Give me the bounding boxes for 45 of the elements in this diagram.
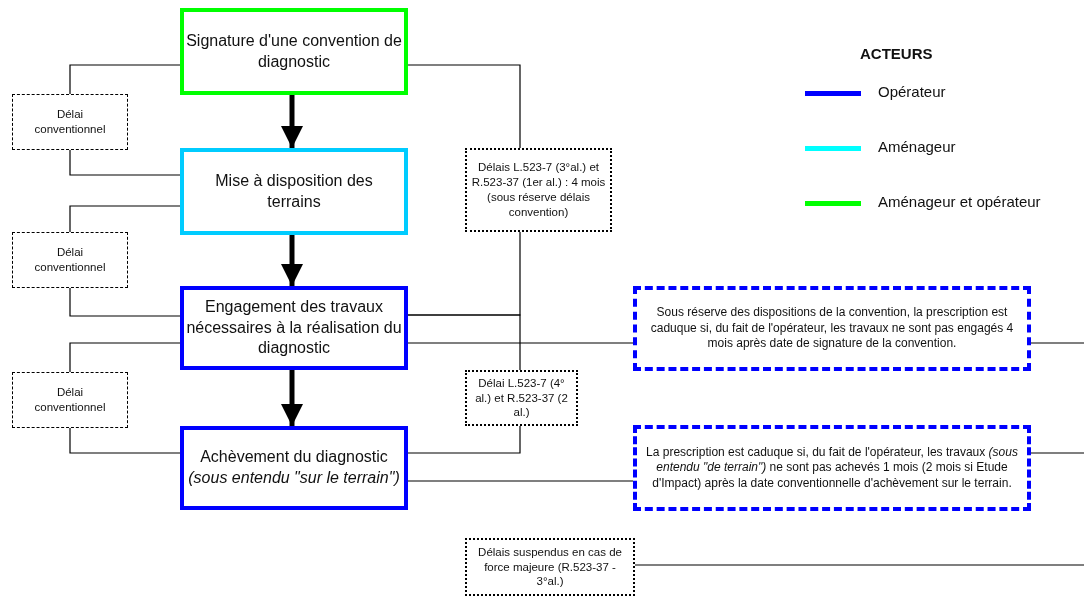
box-text: La prescription est caduque si, du fait de l'opérateur, les travaux (sous entendu "de terrain") ne sont pas achevés 1 mois (2 mois si Etude d'Impact) après la date conventionnelle d'achèvement sur le terrain. [645, 444, 1019, 492]
legend-label: Aménageur [878, 138, 956, 155]
box-text: Achèvement du diagnostic (sous entendu "sur le terrain") [187, 447, 401, 488]
delay-box [12, 94, 128, 150]
condition-box [633, 425, 1031, 511]
connector-line [69, 64, 181, 95]
connector-line [407, 480, 634, 482]
connector-line [634, 564, 1084, 566]
connector-line [407, 342, 634, 344]
process-box [180, 148, 408, 235]
box-text: Délai conventionnel [33, 385, 107, 415]
box-text: Délai conventionnel [33, 245, 107, 275]
delay-box [12, 232, 128, 288]
arrow [281, 370, 303, 426]
connector-line [1030, 452, 1084, 454]
connector-line [1030, 342, 1084, 344]
process-box [180, 426, 408, 510]
connector-line [407, 425, 521, 454]
process-box [180, 286, 408, 370]
legend-title: ACTEURS [860, 45, 933, 62]
box-text: Sous réserve des dispositions de la convention, la prescription est caduque si, du fait de l'opérateur, les travaux ne sont pas engagés 4 mois après date de signature de la convention. [649, 305, 1015, 352]
box-text: Délai conventionnel [33, 107, 107, 137]
process-box [180, 8, 408, 95]
reference-box [465, 538, 635, 596]
connector-line [407, 314, 521, 371]
connector-line [407, 64, 521, 149]
connector-line [69, 427, 181, 454]
box-text: Délais suspendus en cas de force majeure (R.523-37 - 3°al.) [477, 544, 623, 590]
connector-line [69, 205, 181, 233]
reference-box [465, 370, 578, 426]
box-text: Signature d'une convention de diagnostic [186, 30, 402, 72]
condition-box [633, 286, 1031, 371]
box-text: Délais L.523-7 (3°al.) et R.523-37 (1er al.) : 4 mois (sous réserve délais convention) [470, 160, 607, 220]
box-text: Mise à disposition des terrains [214, 170, 374, 212]
arrow [281, 95, 303, 148]
legend-label: Aménageur et opérateur [878, 193, 1041, 210]
box-text: Engagement des travaux nécessaires à la réalisation du diagnostic [186, 296, 402, 359]
connector-line [69, 149, 181, 176]
arrow [281, 235, 303, 286]
delay-box [12, 372, 128, 428]
box-text: Délai L.523-7 (4° al.) et R.523-37 (2 al.) [474, 375, 569, 421]
connector-line [69, 342, 181, 373]
legend-label: Opérateur [878, 83, 946, 100]
reference-box [465, 148, 612, 232]
connector-line [69, 287, 181, 317]
